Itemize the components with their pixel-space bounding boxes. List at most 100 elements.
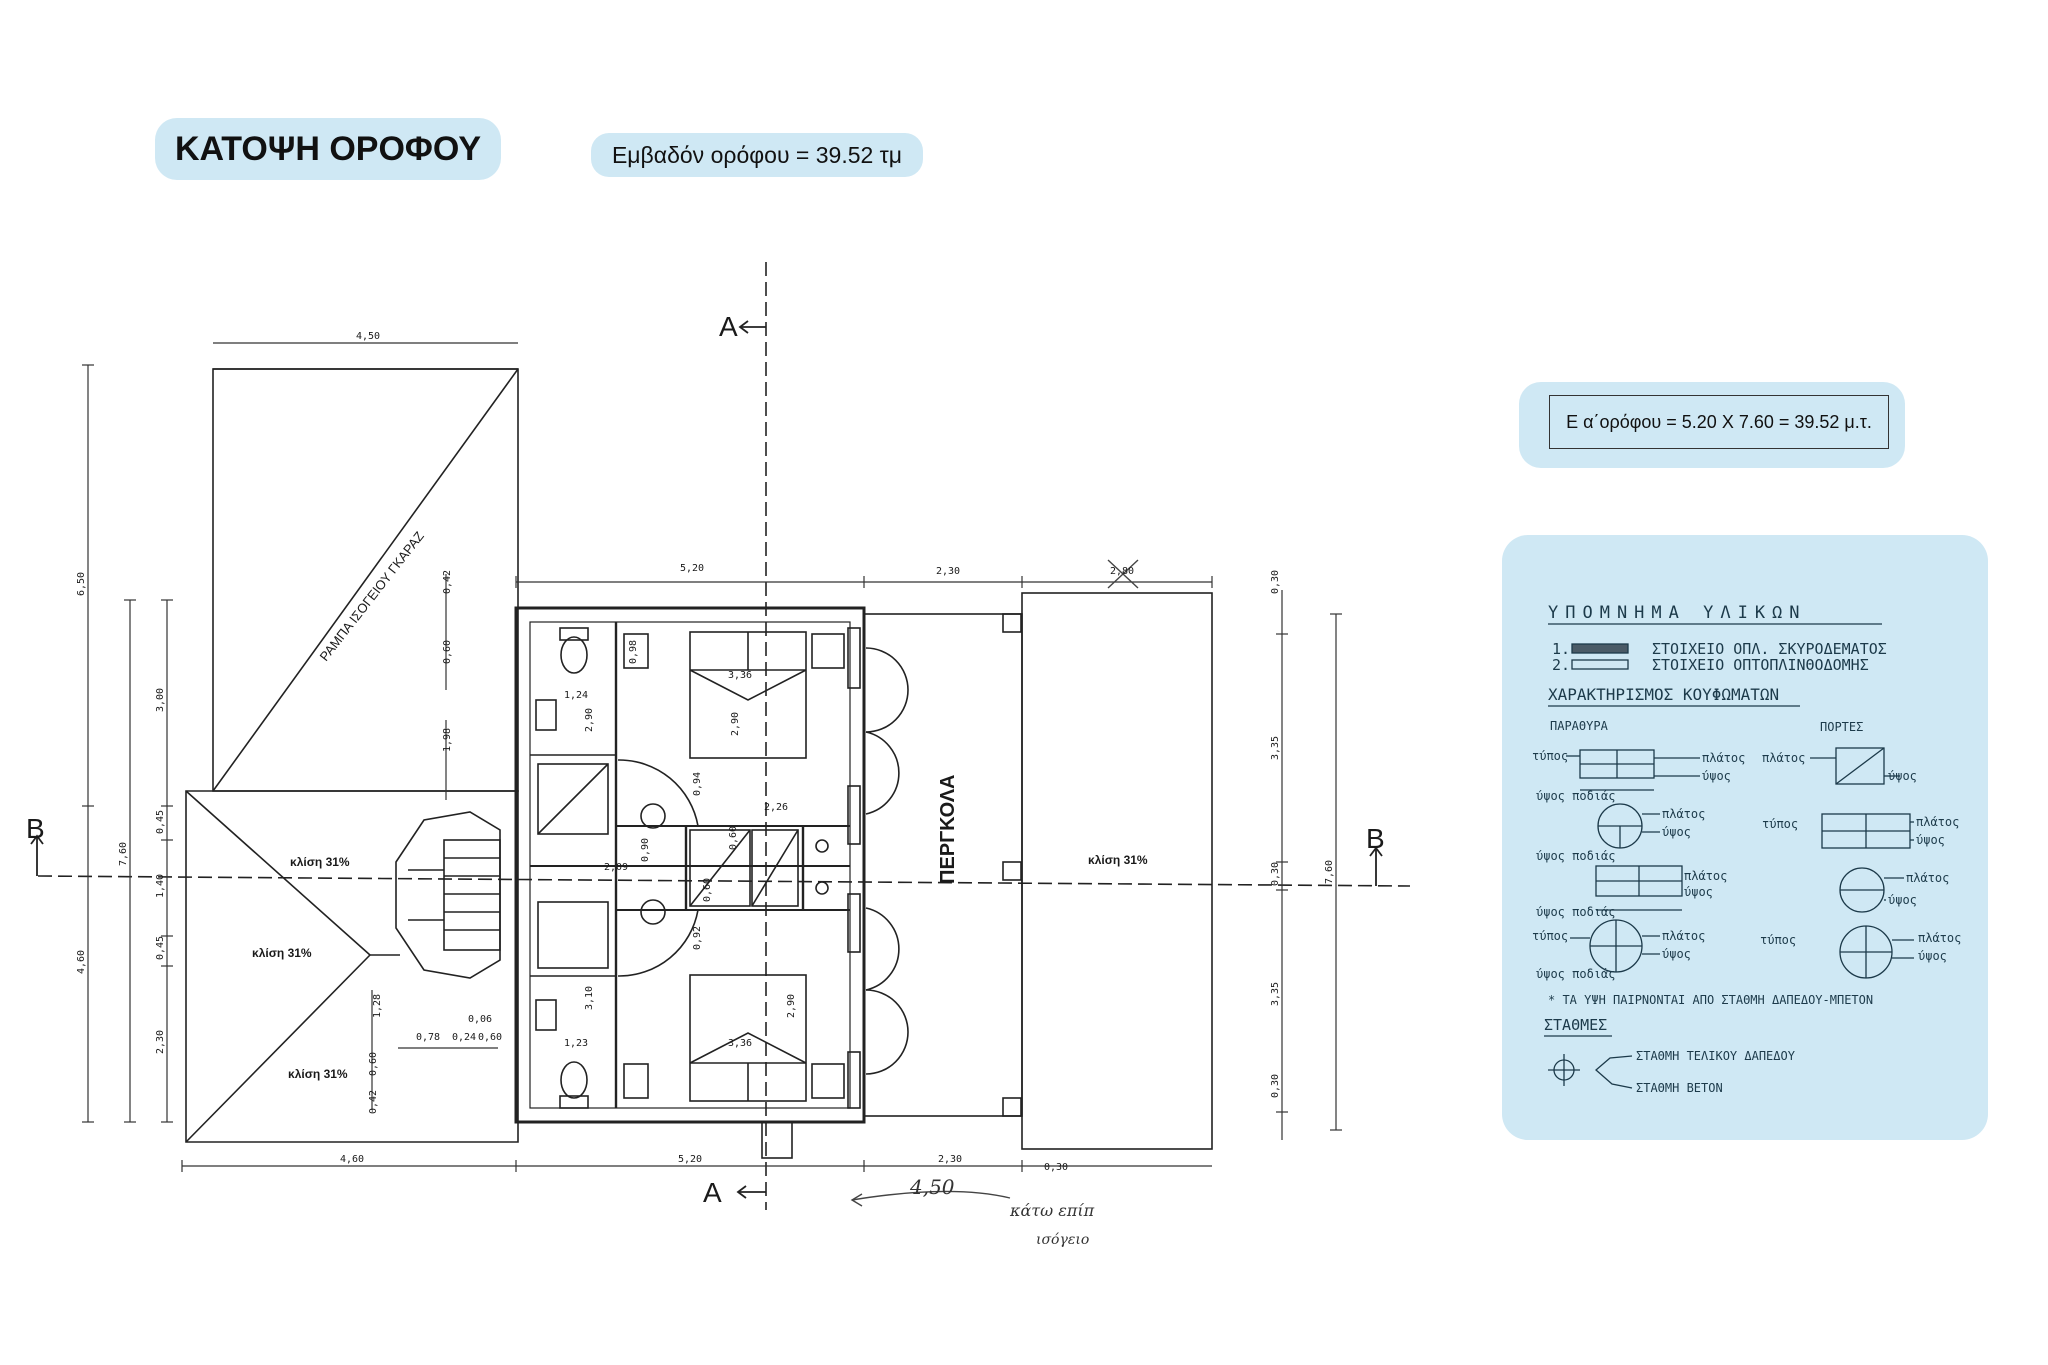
doors-header: ΠΟΡΤΕΣ (1820, 720, 1863, 734)
typos-label: τύπος (1762, 817, 1798, 831)
roof-slope-label: κλίση 31% (290, 855, 350, 869)
dimension-label: 2,30 (938, 1154, 962, 1165)
dimension-label: 2,90 (584, 708, 595, 732)
dimension-label: 1,24 (564, 690, 588, 701)
shower-top (537, 763, 609, 835)
area-formula-badge: Ε α΄ορόφου = 5.20 Χ 7.60 = 39.52 μ.τ. (1519, 382, 1905, 468)
section-b-left-label: Β (26, 813, 45, 844)
platos-label: πλάτος (1702, 751, 1745, 765)
area-formula: Ε α΄ορόφου = 5.20 Χ 7.60 = 39.52 μ.τ. (1549, 395, 1889, 449)
material-number: 2. (1552, 656, 1570, 674)
ypsos-podias-label: ύψος ποδιάς (1536, 905, 1615, 919)
dimension-label: 3,35 (1270, 982, 1281, 1006)
dimension-label: 0,30 (1044, 1162, 1068, 1173)
dimension-label: 0,24 (452, 1032, 476, 1043)
dimension-label: 2,30 (155, 1030, 166, 1054)
ypsos-label: ύψος (1702, 769, 1731, 783)
hip-roof-outline (185, 790, 519, 1143)
dimension-label: 2,26 (764, 802, 788, 813)
handwritten-note: κάτω επίπ (1009, 1201, 1095, 1220)
dimension-label: 0,60 (702, 878, 713, 902)
level-concrete-label: ΣΤΑΘΜΗ ΒΕΤΟΝ (1636, 1081, 1723, 1095)
ypsos-label: ύψος (1888, 893, 1917, 907)
level-final-label: ΣΤΑΘΜΗ ΤΕΛΙΚΟΥ ΔΑΠΕΔΟΥ (1636, 1049, 1796, 1063)
dimension-label: 0,90 (640, 838, 651, 862)
dimension-label: 0,42 (442, 570, 453, 594)
ypsos-label: ύψος (1918, 949, 1947, 963)
dimension-label: 1,23 (564, 1038, 588, 1049)
dimension-label: 0,60 (478, 1032, 502, 1043)
platos-label: πλάτος (1662, 807, 1705, 821)
dimension-label: 0,30 (1270, 862, 1281, 886)
staircase (395, 811, 501, 979)
ypsos-label: ύψος (1888, 769, 1917, 783)
section-a-top-label: Α (719, 311, 738, 342)
dimension-label: 2,80 (1110, 566, 1134, 577)
material-label: ΣΤΟΙΧΕΙΟ ΟΠΤΟΠΛΙΝΘΟΔΟΜΗΣ (1652, 656, 1869, 674)
shower-bottom (537, 901, 609, 969)
ypsos-podias-label: ύψος ποδιάς (1536, 849, 1615, 863)
platos-label: πλάτος (1762, 751, 1805, 765)
dimension-label: 3,36 (728, 1038, 752, 1049)
dimension-label: 0,60 (368, 1052, 379, 1076)
dimension-label: 0,42 (368, 1090, 379, 1114)
floor-area-badge: Εμβαδόν ορόφου = 39.52 τμ (591, 133, 923, 177)
dimension-label: 0,06 (468, 1014, 492, 1025)
platos-label: πλάτος (1906, 871, 1949, 885)
legend-title: ΥΠΟΜΝΗΜΑ ΥΛΙΚΩΝ (1548, 603, 1807, 623)
concrete-swatch (1571, 643, 1629, 654)
roof-slope-label: κλίση 31% (1088, 853, 1148, 867)
typos-label: τύπος (1760, 933, 1796, 947)
handwritten-dimension: 4,50 (909, 1175, 955, 1199)
dimension-label: 0,60 (442, 640, 453, 664)
pergola-label: ΠΕΡΓΚΟΛΑ (937, 775, 959, 884)
dimension-label: 0,92 (692, 926, 703, 950)
dimension-label: 0,30 (1270, 570, 1281, 594)
dimension-label: 2,90 (786, 994, 797, 1018)
dimension-label: 1,40 (155, 874, 166, 898)
platos-label: πλάτος (1684, 869, 1727, 883)
dimension-label: 0,60 (728, 826, 739, 850)
page-title: ΚΑΤΟΨΗ ΟΡΟΦΟΥ (155, 118, 501, 180)
ypsos-label: ύψος (1662, 825, 1691, 839)
dimension-label: 3,35 (1270, 736, 1281, 760)
heights-note: * ΤΑ ΥΨΗ ΠΑΙΡΝΟΝΤΑΙ ΑΠΟ ΣΤΑΘΜΗ ΔΑΠΕΔΟΥ-Μ… (1548, 993, 1873, 1007)
dimension-label: 2,30 (936, 566, 960, 577)
roof-slope-label: κλίση 31% (252, 946, 312, 960)
dimension-label: 3,00 (155, 688, 166, 712)
dimension-label: 5,20 (680, 563, 704, 574)
dimension-label: 4,60 (340, 1154, 364, 1165)
typos-label: τύπος (1532, 749, 1568, 763)
terrace-outline (1021, 592, 1213, 1150)
openings-title: ΧΑΡΑΚΤΗΡΙΣΜΟΣ ΚΟΥΦΩΜΑΤΩΝ (1548, 685, 1779, 704)
dimension-label: 2,90 (730, 712, 741, 736)
dimension-label: 7,60 (1324, 860, 1335, 884)
section-b-right-label: Β (1366, 823, 1385, 854)
dimension-label: 3,10 (584, 986, 595, 1010)
levels-title: ΣΤΑΘΜΕΣ (1544, 1016, 1607, 1034)
ypsos-label: ύψος (1662, 947, 1691, 961)
ramp-diagonal (212, 368, 519, 792)
dimension-label: 3,36 (728, 670, 752, 681)
platos-label: πλάτος (1916, 815, 1959, 829)
legend-panel (1502, 535, 1988, 1140)
dimension-label: 0,98 (628, 640, 639, 664)
ypsos-podias-label: ύψος ποδιάς (1536, 789, 1615, 803)
door-symbol (1835, 747, 1885, 785)
roof-slope-label: κλίση 31% (288, 1067, 348, 1081)
dimension-label: 0,94 (692, 772, 703, 796)
section-a-bottom-label: Α (703, 1177, 722, 1208)
platos-label: πλάτος (1662, 929, 1705, 943)
dimension-label: 4,50 (356, 331, 380, 342)
ypsos-label: ύψος (1916, 833, 1945, 847)
toilet-bottom (560, 1061, 588, 1099)
dimension-label: 5,20 (678, 1154, 702, 1165)
ypsos-podias-label: ύψος ποδιάς (1536, 967, 1615, 981)
dimension-label: 1,98 (442, 728, 453, 752)
dimension-label: 4,60 (76, 950, 87, 974)
dimension-label: 0,78 (416, 1032, 440, 1043)
section-line-b (37, 875, 1411, 887)
platos-label: πλάτος (1918, 931, 1961, 945)
